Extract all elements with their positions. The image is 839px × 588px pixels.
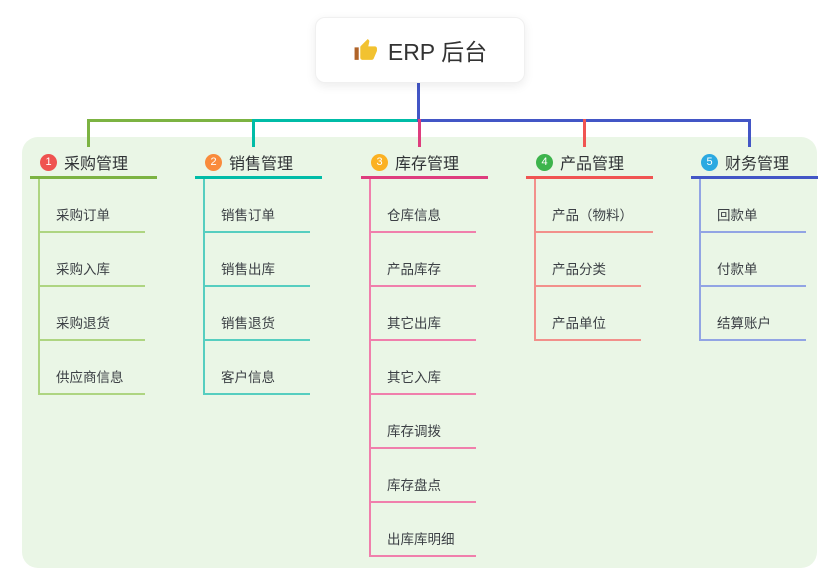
branch-title-inventory[interactable]: 3 库存管理 [361,148,488,179]
branch-label: 产品管理 [560,156,625,173]
branch-number-badge: 5 [701,153,718,171]
branch-label: 采购管理 [64,156,129,173]
branch-children: 销售订单销售出库销售退货客户信息 [203,179,310,395]
child-row: 其它入库 [371,341,476,395]
branch-title-product[interactable]: 4 产品管理 [526,148,653,179]
child-node[interactable]: 产品分类 [536,258,641,287]
child-node[interactable]: 库存调拨 [371,420,476,449]
child-row: 产品分类 [536,233,653,287]
branch-inventory: 3 库存管理仓库信息产品库存其它出库其它入库库存调拨库存盘点出库库明细 [361,148,488,557]
child-node[interactable]: 销售订单 [205,204,310,233]
branch-number-badge: 3 [371,153,388,171]
branch-title-finance[interactable]: 5 财务管理 [691,148,818,179]
child-row: 产品单位 [536,287,653,341]
child-row: 产品库存 [371,233,476,287]
branch-sales: 2 销售管理销售订单销售出库销售退货客户信息 [195,148,322,395]
root-node[interactable]: ERP 后台 [315,17,525,83]
branches-panel [22,137,817,568]
branch-number-badge: 1 [40,153,57,171]
child-row: 其它出库 [371,287,476,341]
child-node[interactable]: 采购订单 [40,204,145,233]
child-row: 采购退货 [40,287,145,341]
child-node[interactable]: 销售出库 [205,258,310,287]
child-row: 结算账户 [701,287,806,341]
child-row: 采购订单 [40,179,145,233]
branch-title-purchase[interactable]: 1 采购管理 [30,148,157,179]
child-node[interactable]: 产品单位 [536,312,641,341]
child-node[interactable]: 其它出库 [371,312,476,341]
branch-children: 回款单付款单结算账户 [699,179,806,341]
thumbs-up-icon [353,38,378,63]
child-node[interactable]: 结算账户 [701,312,806,341]
child-node[interactable]: 产品库存 [371,258,476,287]
child-row: 销售出库 [205,233,310,287]
child-node[interactable]: 产品（物料） [536,204,653,233]
branch-children: 仓库信息产品库存其它出库其它入库库存调拨库存盘点出库库明细 [369,179,476,557]
branch-purchase: 1 采购管理采购订单采购入库采购退货供应商信息 [30,148,157,395]
child-node[interactable]: 采购入库 [40,258,145,287]
child-node[interactable]: 客户信息 [205,366,310,395]
child-row: 付款单 [701,233,806,287]
child-node[interactable]: 销售退货 [205,312,310,341]
branch-number-badge: 4 [536,153,553,171]
branch-children: 采购订单采购入库采购退货供应商信息 [38,179,145,395]
branch-label: 库存管理 [395,156,460,173]
child-row: 库存调拨 [371,395,476,449]
branch-title-sales[interactable]: 2 销售管理 [195,148,322,179]
child-row: 供应商信息 [40,341,145,395]
branch-finance: 5 财务管理回款单付款单结算账户 [691,148,818,341]
child-row: 产品（物料） [536,179,653,233]
child-row: 销售订单 [205,179,310,233]
branch-label: 销售管理 [229,156,294,173]
child-node[interactable]: 回款单 [701,204,806,233]
child-row: 采购入库 [40,233,145,287]
child-node[interactable]: 付款单 [701,258,806,287]
child-node[interactable]: 采购退货 [40,312,145,341]
child-row: 客户信息 [205,341,310,395]
child-row: 库存盘点 [371,449,476,503]
child-node[interactable]: 供应商信息 [40,366,145,395]
branch-product: 4 产品管理产品（物料） 产品分类产品单位 [526,148,653,341]
child-node[interactable]: 出库库明细 [371,528,476,557]
branch-number-badge: 2 [205,153,222,171]
child-row: 出库库明细 [371,503,476,557]
root-label: ERP 后台 [387,39,488,65]
child-node[interactable]: 库存盘点 [371,474,476,503]
child-row: 回款单 [701,179,806,233]
branch-children: 产品（物料） 产品分类产品单位 [534,179,653,341]
branch-label: 财务管理 [725,156,790,173]
child-node[interactable]: 其它入库 [371,366,476,395]
child-row: 仓库信息 [371,179,476,233]
child-row: 销售退货 [205,287,310,341]
child-node[interactable]: 仓库信息 [371,204,476,233]
